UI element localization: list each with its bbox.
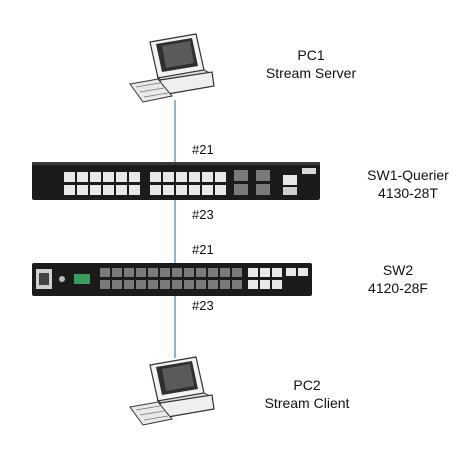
rj45-port <box>64 172 75 182</box>
sfp-port <box>232 280 242 289</box>
sfp-port <box>160 268 170 277</box>
rj45-port <box>77 172 88 182</box>
sw2-name: SW2 <box>382 262 414 278</box>
rj45-port <box>103 185 114 195</box>
rj45-port <box>103 172 114 182</box>
rj45-port <box>163 185 174 195</box>
rj45-port <box>150 172 161 182</box>
sfp-port <box>184 268 194 277</box>
sfp-port <box>136 280 146 289</box>
rj45-port <box>272 268 282 277</box>
rj45-port <box>189 185 200 195</box>
pc1-role: Stream Server <box>265 65 357 81</box>
sw2-model: 4120-28F <box>368 280 428 296</box>
rj45-port <box>248 280 258 289</box>
sfp-port <box>124 280 134 289</box>
rj45-port <box>90 172 101 182</box>
rj45-port <box>116 172 127 182</box>
sw1-label: SW1-Querier 4130-28T <box>348 166 468 202</box>
sfp-port <box>148 280 158 289</box>
sfp-port <box>196 268 206 277</box>
sw2-label: SW2 4120-28F <box>348 261 448 297</box>
rj45-port <box>260 268 270 277</box>
sfp-port <box>232 268 242 277</box>
rj45-port <box>64 185 75 195</box>
rj45-port <box>116 185 127 195</box>
sw1-name: SW1-Querier <box>367 167 449 183</box>
sfp-port <box>220 268 230 277</box>
sfp-port <box>112 268 122 277</box>
pc2-label: PC2 Stream Client <box>252 376 362 412</box>
rj45-port <box>77 185 88 195</box>
pc1-computer-icon <box>129 33 215 103</box>
rj45-port <box>215 185 226 195</box>
sfp-port <box>172 280 182 289</box>
port-label-sw1-downlink: #23 <box>192 207 214 222</box>
port-label-sw2-downlink: #23 <box>192 298 214 313</box>
rj45-port <box>260 280 270 289</box>
sfp-port <box>184 280 194 289</box>
sw1-model: 4130-28T <box>378 185 438 201</box>
sfp-port <box>112 280 122 289</box>
sfp-port <box>196 280 206 289</box>
rj45-port <box>129 185 140 195</box>
sfp-port <box>124 268 134 277</box>
sw1-switch-icon <box>32 162 320 200</box>
sfp-port <box>100 280 110 289</box>
rj45-port <box>90 185 101 195</box>
sfp-port <box>160 280 170 289</box>
sw2-switch-icon <box>32 263 312 296</box>
rj45-port <box>248 268 258 277</box>
sfp-port <box>208 280 218 289</box>
port-label-sw2-uplink: #21 <box>192 242 214 257</box>
pc2-computer-icon <box>129 356 215 426</box>
rj45-port <box>129 172 140 182</box>
pc2-name: PC2 <box>293 377 321 393</box>
rj45-port <box>202 172 213 182</box>
sfp-port <box>148 268 158 277</box>
sfp-port <box>172 268 182 277</box>
pc2-role: Stream Client <box>264 395 350 411</box>
rj45-port <box>202 185 213 195</box>
sfp-port <box>208 268 218 277</box>
rj45-port <box>189 172 200 182</box>
sfp-port <box>220 280 230 289</box>
sfp-port <box>100 268 110 277</box>
pc1-label: PC1 Stream Server <box>256 46 366 82</box>
rj45-port <box>150 185 161 195</box>
rj45-port <box>215 172 226 182</box>
sfp-port <box>136 268 146 277</box>
rj45-port <box>163 172 174 182</box>
rj45-port <box>176 172 187 182</box>
rj45-port <box>272 280 282 289</box>
port-label-sw1-uplink: #21 <box>192 142 214 157</box>
rj45-port <box>176 185 187 195</box>
sw1-rj45-ports <box>64 172 226 195</box>
pc1-name: PC1 <box>297 47 325 63</box>
sw2-sfp-ports <box>100 268 282 289</box>
